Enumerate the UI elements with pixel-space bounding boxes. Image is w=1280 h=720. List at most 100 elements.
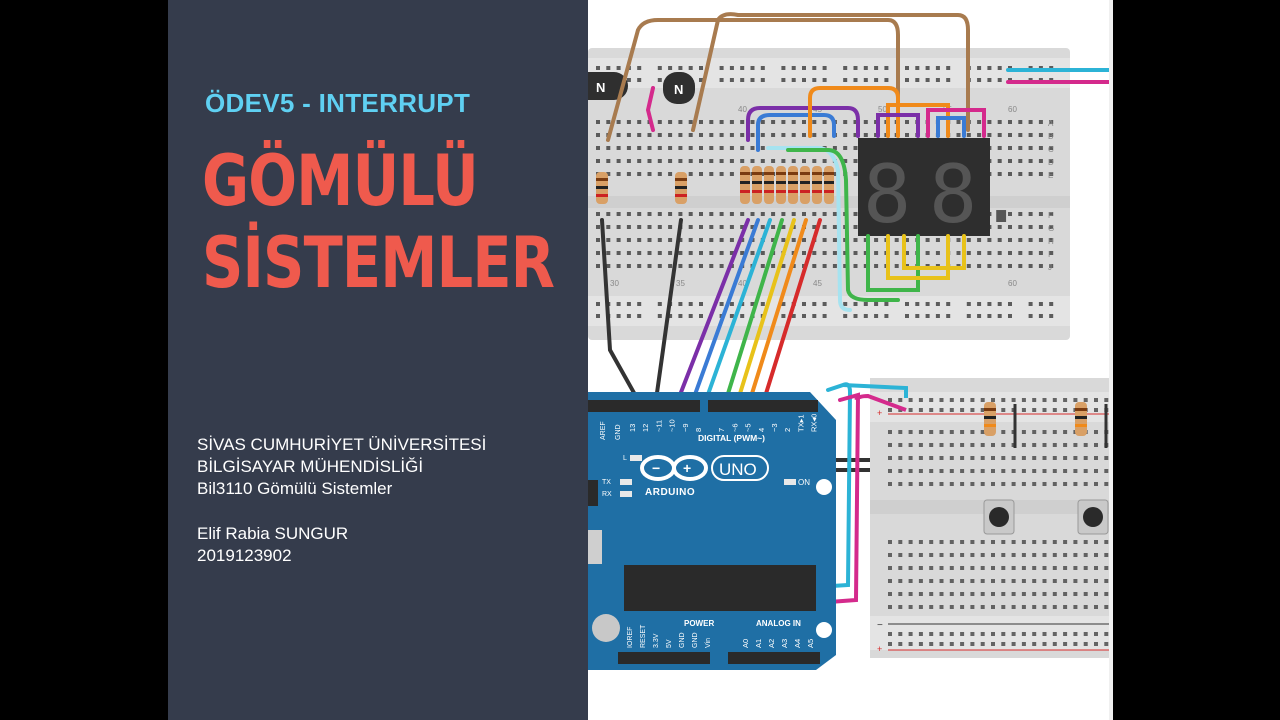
university-name: SİVAS CUMHURİYET ÜNİVERSİTESİ <box>197 435 487 454</box>
analog-pin-label: A3 <box>780 639 789 648</box>
author-info: SİVAS CUMHURİYET ÜNİVERSİTESİ BİLGİSAYAR… <box>197 434 486 567</box>
slide-subtitle: ÖDEV5 - INTERRUPT <box>205 88 471 118</box>
digital-pin-label: ~9 <box>681 423 690 432</box>
digital-pin-label: ~11 <box>654 420 663 432</box>
plus-label-top: + <box>877 408 882 418</box>
wire-green <box>724 218 784 402</box>
row-label-b: B <box>1048 132 1053 141</box>
analog-in-label: ANALOG IN <box>756 619 801 628</box>
segment-resistor-array <box>740 166 834 204</box>
slide-title: GÖMÜLÜ SİSTEMLER <box>202 140 555 304</box>
analog-pin-label: A5 <box>806 639 815 648</box>
author-name: Elif Rabia SUNGUR <box>197 524 349 543</box>
row-label-j: J <box>1048 263 1052 272</box>
wire-purple-top-2 <box>876 113 920 138</box>
wire-orange-top <box>808 86 900 138</box>
digital-pin-label: ~3 <box>770 423 779 432</box>
wire-yellow-bottom <box>886 234 950 280</box>
on-led-label: ON <box>798 478 810 487</box>
power-pin-label: Vin <box>705 638 712 648</box>
wire-magenta-top-2 <box>926 108 986 138</box>
row-label-g: G <box>1048 224 1054 233</box>
row-label-e: E <box>1048 171 1053 180</box>
power-pin-label: GND <box>679 632 686 648</box>
wire-magenta-bb2 <box>854 393 907 412</box>
digital-pin-label: RX◂0 <box>810 414 819 432</box>
wire-blue <box>691 218 760 402</box>
mounting-hole-1 <box>816 479 832 495</box>
analog-header <box>728 652 820 664</box>
on-led <box>784 479 796 485</box>
wire-yellow-bottom-2 <box>902 234 966 270</box>
wire-black-2 <box>654 218 683 402</box>
analog-pin-label: A2 <box>767 639 776 648</box>
wire-magenta-top <box>645 86 655 132</box>
col-label-50: 50 <box>878 105 887 114</box>
svg-text:−: − <box>652 460 660 476</box>
wire-blue-top-2 <box>936 116 966 138</box>
arduino-brand: ARDUINO <box>645 487 695 498</box>
wire-yellow <box>736 218 796 402</box>
power-header <box>618 652 710 664</box>
digital-pin-label: ~6 <box>730 423 739 432</box>
rx-led <box>620 491 632 497</box>
wire-blue-top <box>756 113 836 152</box>
top-wires <box>606 12 1113 312</box>
tx-led <box>620 479 632 485</box>
wire-cyan-bb2 <box>842 383 908 398</box>
wire-brown-1 <box>606 18 900 142</box>
title-panel: ÖDEV5 - INTERRUPT GÖMÜLÜ SİSTEMLER SİVAS… <box>168 0 588 720</box>
col-label-35: 35 <box>676 279 685 288</box>
button-resistor-1 <box>984 402 996 436</box>
digital-pin-label: 2 <box>783 428 792 432</box>
wire-brown-2 <box>691 12 970 132</box>
wire-purple-top <box>746 106 860 142</box>
wire-black-1 <box>600 218 640 402</box>
power-label: POWER <box>684 619 714 628</box>
row-label-i: I <box>1048 250 1050 259</box>
push-button-1 <box>983 499 1015 535</box>
row-label-f: F <box>1048 211 1053 220</box>
transistor-1: N <box>588 72 628 100</box>
seven-segment-display-2: 8. <box>924 138 1025 241</box>
capacitor <box>592 614 620 642</box>
resistor-2 <box>675 172 687 204</box>
usb-connector <box>588 530 602 564</box>
digital-pin-label: 7 <box>717 428 726 432</box>
wire-orange-top-2 <box>886 103 950 138</box>
col-label-60: 60 <box>1008 105 1017 114</box>
title-line-1: GÖMÜLÜ <box>202 140 479 222</box>
wire-purple <box>676 218 750 402</box>
push-button-2 <box>1077 499 1109 535</box>
presentation-slide: ÖDEV5 - INTERRUPT GÖMÜLÜ SİSTEMLER SİVAS… <box>168 0 1113 720</box>
power-pin-label: IOREF <box>627 627 634 648</box>
wire-cyan <box>704 218 772 402</box>
digital-pin-label: ~10 <box>668 419 677 432</box>
reset-button <box>588 480 598 506</box>
atmega-chip <box>624 565 816 611</box>
col-label-60-bottom: 60 <box>1008 279 1017 288</box>
col-label-40: 40 <box>738 105 747 114</box>
digital-pin-label: 8 <box>694 428 703 432</box>
power-pin-label: GND <box>692 632 699 648</box>
course-name: Bil3110 Gömülü Sistemler <box>197 479 393 498</box>
uno-badge <box>711 455 769 481</box>
right-edge <box>1109 0 1113 720</box>
digital-pin-label: ~5 <box>744 423 753 432</box>
resistor-1 <box>596 172 608 204</box>
digital-pin-label: TX▸1 <box>796 414 805 432</box>
top-power-rail <box>588 58 1070 88</box>
arduino-logo-icon: − + <box>640 455 708 481</box>
transistor-1-label: N <box>596 80 605 95</box>
wire-green-display <box>786 148 900 302</box>
row-label-c: C <box>1048 145 1054 154</box>
row-label-h: H <box>1048 237 1054 246</box>
transistor-2: N <box>663 72 695 104</box>
power-pin-label: 3.3V <box>653 633 660 648</box>
button-resistor-2 <box>1075 402 1087 436</box>
power-pin-label: 5V <box>666 639 673 648</box>
